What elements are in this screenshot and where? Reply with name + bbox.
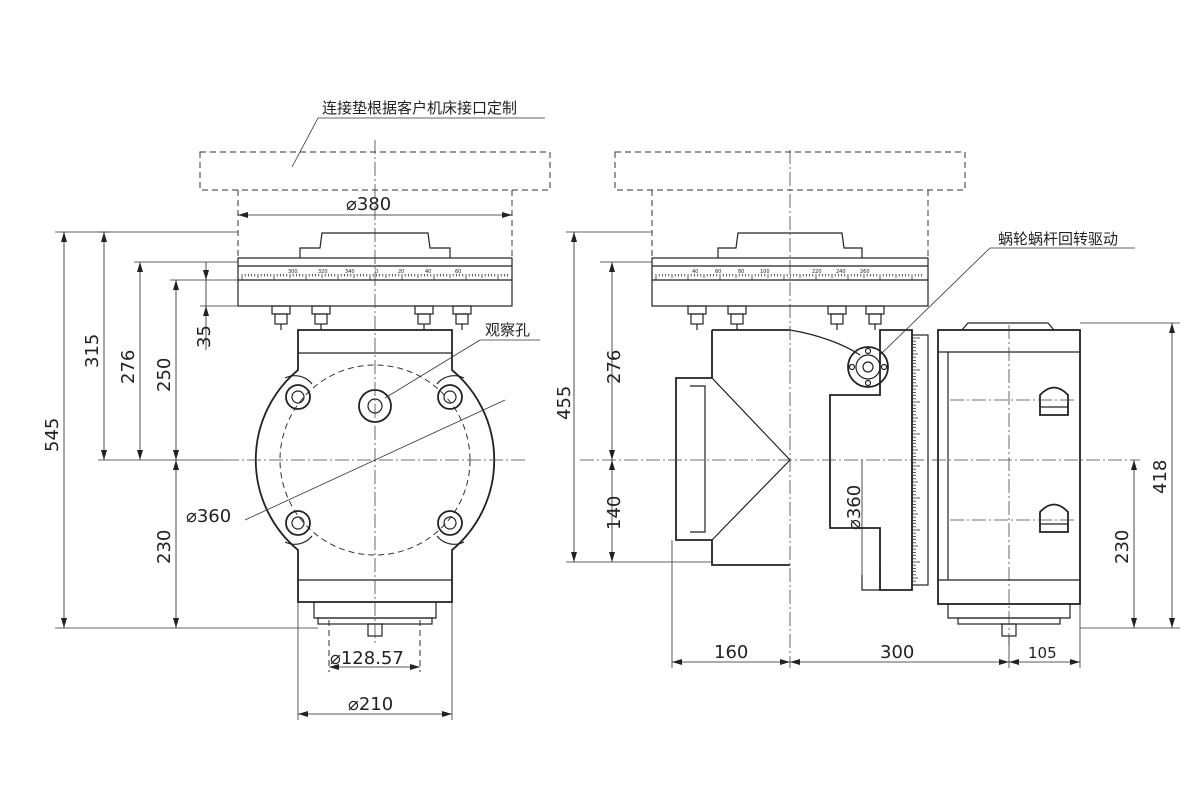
bolt	[727, 305, 747, 330]
dim-d128: ⌀128.57	[330, 648, 404, 669]
dim-d360-side: ⌀360	[844, 485, 865, 530]
dim-h250: 250	[154, 358, 175, 392]
bolt	[414, 305, 434, 330]
svg-text:300: 300	[288, 269, 298, 275]
front-corner-bolts	[284, 375, 465, 545]
side-bolts	[687, 305, 885, 330]
dim-h545: 545	[42, 418, 63, 452]
svg-text:60: 60	[715, 269, 721, 275]
svg-text:0: 0	[375, 269, 378, 275]
clamp-knobs	[1039, 386, 1069, 533]
svg-text:40: 40	[425, 269, 431, 275]
dim-h140: 140	[604, 496, 625, 530]
dim-w105: 105	[1028, 644, 1057, 662]
bolt	[452, 305, 472, 330]
dim-d380: ⌀380	[346, 194, 391, 215]
dim-h276-side: 276	[604, 350, 625, 384]
dim-d210: ⌀210	[348, 694, 393, 715]
svg-text:60: 60	[455, 269, 461, 275]
dim-h418: 418	[1150, 460, 1171, 494]
svg-text:40: 40	[692, 269, 698, 275]
front-scale-labels: 300 320 340 0 20 40 60	[288, 269, 461, 275]
bolt	[311, 305, 331, 330]
bolt	[827, 305, 847, 330]
dim-h455: 455	[554, 386, 575, 420]
dim-h276-front: 276	[118, 350, 139, 384]
dim-h230-side: 230	[1112, 530, 1133, 564]
front-bolts	[271, 305, 472, 330]
svg-text:320: 320	[318, 269, 328, 275]
svg-text:80: 80	[738, 269, 744, 275]
worm-drive-note: 蜗轮蜗杆回转驱动	[998, 230, 1118, 248]
front-scale-ticks	[241, 274, 509, 280]
adapter-pad-note: 连接垫根据客户机床接口定制	[322, 99, 517, 117]
svg-text:340: 340	[345, 269, 355, 275]
vertical-scale-ticks	[913, 337, 920, 582]
inspection-hole-note: 观察孔	[485, 321, 530, 339]
side-view: 40 60 80 100 220 240 260	[554, 150, 1180, 668]
side-bottom-dims: 160 300 105	[671, 540, 1081, 668]
side-housing	[675, 329, 790, 566]
dim-w160: 160	[714, 642, 748, 663]
worm-drive-cap	[847, 346, 889, 388]
svg-text:100: 100	[760, 269, 770, 275]
side-right-dims: 418 230	[1080, 322, 1180, 629]
svg-text:260: 260	[860, 269, 870, 275]
bolt	[271, 305, 291, 330]
bolt	[687, 305, 707, 330]
dim-w300: 300	[880, 642, 914, 663]
dim-h230-front: 230	[154, 530, 175, 564]
dim-d360-front: ⌀360	[186, 506, 231, 527]
dim-h35: 35	[194, 325, 215, 348]
side-scale-labels: 40 60 80 100 220 240 260	[692, 269, 870, 275]
bolt	[865, 305, 885, 330]
front-vertical-dims: 545 315 276 250 35 230	[42, 231, 318, 629]
dim-h315: 315	[82, 334, 103, 368]
side-vertical-dims: 455 276 140	[554, 231, 712, 563]
svg-text:240: 240	[836, 269, 846, 275]
svg-text:220: 220	[812, 269, 822, 275]
svg-text:20: 20	[398, 269, 404, 275]
front-view: 连接垫根据客户机床接口定制 ⌀380 300 320 340 0 20 40 6…	[42, 99, 551, 720]
side-scale-ticks	[655, 274, 922, 280]
